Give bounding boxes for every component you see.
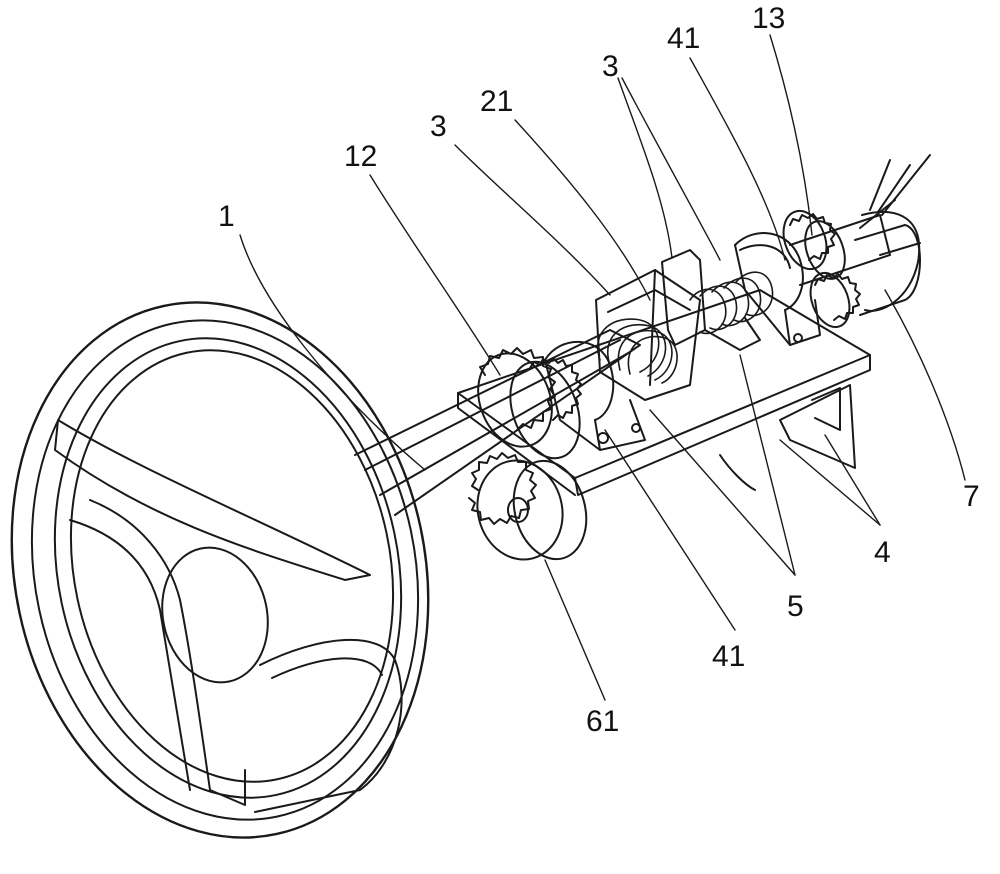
label-61: 61 [586, 707, 619, 737]
label-3: 3 [430, 112, 447, 142]
label-5: 5 [787, 592, 804, 622]
pillow-block-right [735, 233, 820, 345]
label-41: 41 [667, 24, 700, 54]
label-1: 1 [218, 202, 235, 232]
label-7: 7 [963, 482, 980, 512]
motor-7 [855, 225, 920, 315]
spring-coils [598, 272, 773, 383]
gear-61 [466, 451, 596, 569]
steering-wheel [0, 263, 477, 874]
label-12: 12 [344, 142, 377, 172]
label-41: 41 [712, 642, 745, 672]
label-21: 21 [480, 87, 513, 117]
gear-12 [466, 343, 592, 468]
label-3: 3 [602, 52, 619, 82]
label-4: 4 [874, 538, 891, 568]
label-13: 13 [752, 4, 785, 34]
bearing-block-right [662, 250, 760, 350]
bearing-block-left [596, 270, 700, 400]
